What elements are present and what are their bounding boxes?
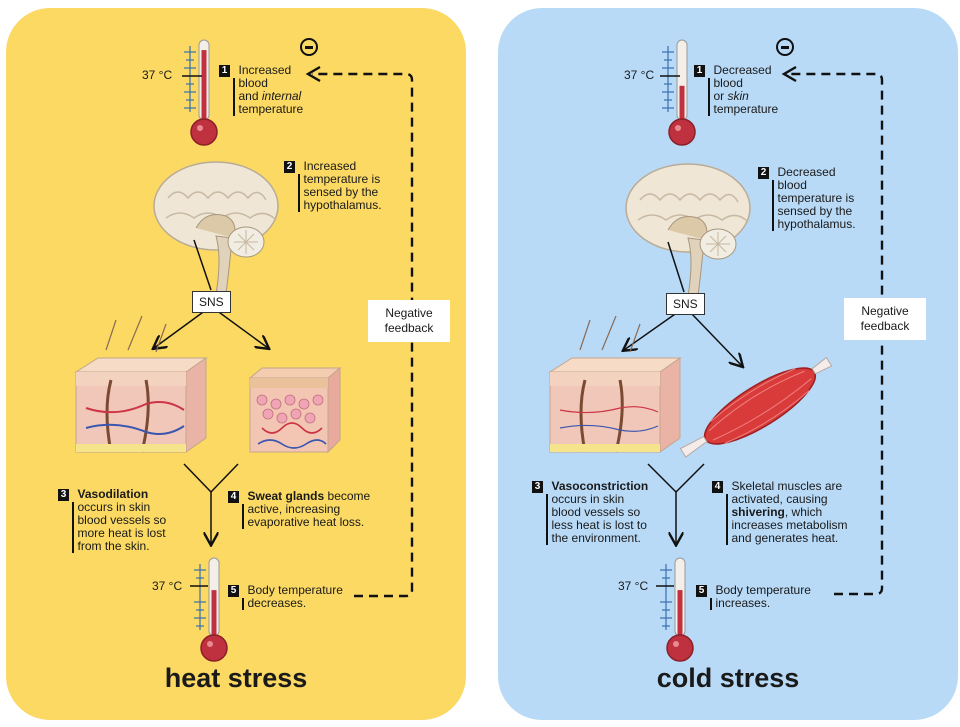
skin-vasodilation-illustration — [74, 315, 208, 453]
step-2: 2 Increased temperature is sensed by the… — [284, 160, 382, 212]
step-number: 1 — [219, 65, 230, 77]
step-1: 1 Increased blood and internal temperatu… — [219, 64, 303, 116]
temp-label-bottom: 37 °C — [618, 579, 649, 593]
step-2: 2 Decreased blood temperature is sensed … — [758, 166, 868, 231]
temp-label-top: 37 °C — [624, 68, 655, 82]
temp-label-bottom: 37 °C — [152, 579, 183, 593]
cold-diagram-art — [548, 39, 884, 662]
negative-feedback-label: Negative feedback — [368, 300, 450, 342]
panel-title: cold stress — [656, 663, 800, 693]
heat-diagram-art — [74, 39, 414, 662]
scale-ticks-top — [182, 46, 202, 112]
step-5: 5 Body temperature decreases. — [228, 584, 346, 610]
sns-box: SNS — [192, 291, 231, 313]
skeletal-muscle-illustration — [679, 356, 833, 458]
sweat-glands-illustration — [248, 366, 342, 454]
step-5: 5 Body temperature increases. — [696, 584, 814, 610]
step-3: 3 Vasodilation occurs in skin blood vess… — [58, 488, 182, 553]
thermometer-top-icon — [190, 39, 218, 146]
temp-label-top: 37 °C — [142, 68, 173, 82]
panel-title: heat stress — [164, 663, 308, 693]
negative-feedback-label: Negative feedback — [844, 298, 926, 340]
thermometer-bottom-icon — [666, 557, 694, 662]
step-4: 4 Sweat glands become active, increasing… — [228, 490, 388, 529]
step-1: 1 Decreased blood or skin temperature — [694, 64, 778, 116]
step-4: 4 Skeletal muscles are activated, causin… — [712, 480, 862, 545]
inhibition-icon — [776, 38, 794, 56]
thermometer-top-icon — [668, 39, 696, 146]
cold-stress-panel: 37 °C 37 °C 1 Decreased blood or skin te… — [498, 8, 958, 720]
skin-vasoconstriction-illustration — [548, 315, 682, 453]
brain-illustration — [153, 161, 279, 295]
thermometer-bottom-icon — [200, 557, 228, 662]
step-3: 3 Vasoconstriction occurs in skin blood … — [532, 480, 652, 545]
heat-stress-panel: 37 °C 37 °C 1 Increased blood and intern… — [6, 8, 466, 720]
brain-illustration — [625, 163, 751, 297]
sns-box: SNS — [666, 293, 705, 315]
inhibition-icon — [300, 38, 318, 56]
